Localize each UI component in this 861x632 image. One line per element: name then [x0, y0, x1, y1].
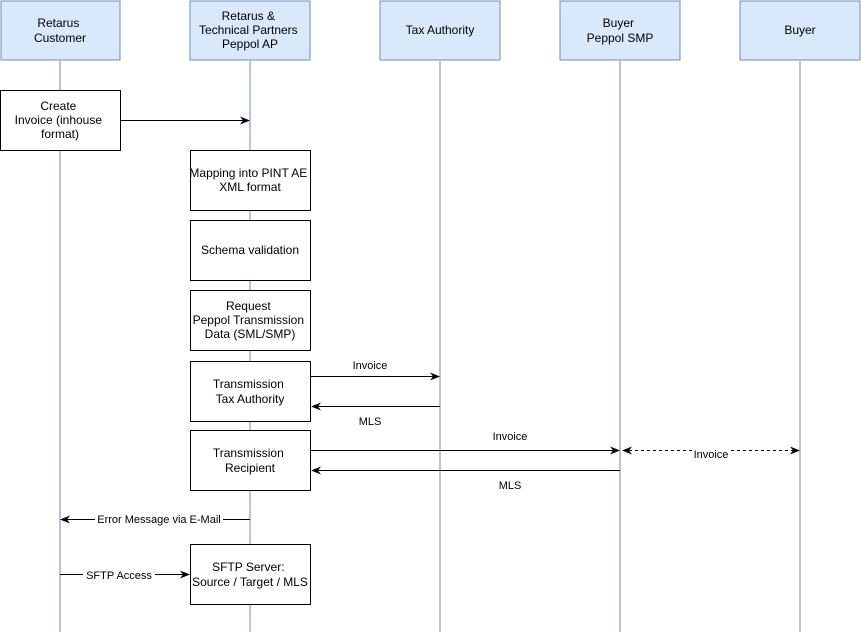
- label-mls-from-smp: MLS: [499, 480, 522, 492]
- participant-label-line: Retarus &: [222, 9, 275, 23]
- participant-label-line: Retarus: [37, 16, 79, 30]
- step-label-line: Transmission: [213, 377, 284, 391]
- label-invoice-to-smp: Invoice: [493, 431, 528, 443]
- svg-text:Retarus Customer: Retarus Customer: [34, 16, 86, 45]
- participant-label-line: Tax Authority: [406, 23, 475, 37]
- svg-text:Buyer: Buyer: [784, 23, 815, 37]
- participant-retarus-customer[interactable]: Retarus Customer: [0, 0, 121, 61]
- label-error-message: Error Message via E-Mail: [97, 514, 220, 526]
- participant-buyer-smp[interactable]: Buyer Peppol SMP: [559, 0, 681, 61]
- participant-label-line: Technical Partners: [199, 23, 298, 37]
- svg-text:Buyer Peppol SMP: Buyer Peppol SMP: [587, 16, 654, 45]
- svg-text:Retarus & Technical Pa: Retarus & Technical Partners Peppol AP: [199, 9, 301, 51]
- step-sftp-server[interactable]: SFTP Server: Source / Target / MLS: [190, 544, 311, 605]
- step-label-line: format): [41, 127, 79, 141]
- step-schema-validation[interactable]: Schema validation: [190, 220, 311, 281]
- step-label-line: Peppol Transmission: [193, 313, 304, 327]
- svg-text:Create Invoice (inhous: Create Invoice (inhouse format): [15, 99, 106, 141]
- participant-label-line: Buyer: [603, 16, 634, 30]
- participant-peppol-ap[interactable]: Retarus & Technical Partners Peppol AP: [189, 0, 311, 61]
- step-transmission-tax-authority[interactable]: Transmission Tax Authority: [190, 361, 311, 422]
- label-bg-sftp-access: [83, 567, 155, 581]
- step-request-transmission-data[interactable]: Request Peppol Transmission Data (SML/SM…: [190, 290, 311, 351]
- participant-label-line: Peppol SMP: [587, 31, 654, 45]
- label-bg-error-message: [95, 512, 223, 526]
- messages: Invoice MLS Invoice Invoice MLS Error Me…: [60, 116, 800, 582]
- label-bg-invoice-to-buyer: [692, 448, 730, 459]
- step-create-invoice[interactable]: Create Invoice (inhouse format): [0, 90, 121, 151]
- step-label-line: Schema validation: [201, 243, 299, 257]
- label-mls-from-tax: MLS: [359, 416, 382, 428]
- step-label-line: Request: [226, 299, 271, 313]
- step-label-line: Data (SML/SMP): [205, 327, 296, 341]
- svg-text:Transmission Tax Autho: Transmission Tax Authority: [213, 377, 287, 406]
- svg-text:Tax Authority: Tax Authority: [406, 23, 475, 37]
- participant-label-line: Peppol AP: [222, 37, 278, 51]
- svg-text:Schema validation: Schema validation: [201, 243, 299, 257]
- participant-headers: Retarus Customer Retarus & Technical Par…: [0, 0, 861, 61]
- svg-text:SFTP Server: Source /: SFTP Server: Source / Target / MLS: [192, 560, 308, 589]
- process-steps: Create Invoice (inhouse format) Mapping …: [0, 90, 311, 605]
- svg-text:Mapping into PINT AE X: Mapping into PINT AE XML format: [189, 166, 310, 194]
- step-label-line: XML format: [219, 180, 281, 194]
- step-label-line: SFTP Server:: [212, 560, 284, 574]
- participant-label-line: Customer: [34, 31, 86, 45]
- step-label-line: Invoice (inhouse: [15, 113, 103, 127]
- step-label-line: Create: [40, 99, 76, 113]
- step-label-line: Transmission: [213, 446, 284, 460]
- step-mapping[interactable]: Mapping into PINT AE XML format: [189, 150, 311, 211]
- step-label-line: Source / Target / MLS: [192, 575, 308, 589]
- label-invoice-to-tax: Invoice: [353, 360, 388, 372]
- step-transmission-recipient[interactable]: Transmission Recipient: [190, 430, 311, 491]
- participant-tax-authority[interactable]: Tax Authority: [379, 0, 501, 61]
- participant-buyer[interactable]: Buyer: [739, 0, 861, 61]
- participant-label-line: Buyer: [784, 23, 815, 37]
- step-label-line: Recipient: [225, 461, 276, 475]
- step-label-line: Mapping into PINT AE: [189, 166, 307, 180]
- svg-text:Request Peppol Transmi: Request Peppol Transmission Data (SML/SM…: [193, 299, 308, 341]
- lifelines: [59, 61, 801, 632]
- label-invoice-to-buyer: Invoice: [694, 449, 729, 461]
- step-label-line: Tax Authority: [216, 392, 285, 406]
- label-sftp-access: SFTP Access: [86, 570, 152, 582]
- svg-text:Transmission Recipient: Transmission Recipient: [213, 446, 287, 475]
